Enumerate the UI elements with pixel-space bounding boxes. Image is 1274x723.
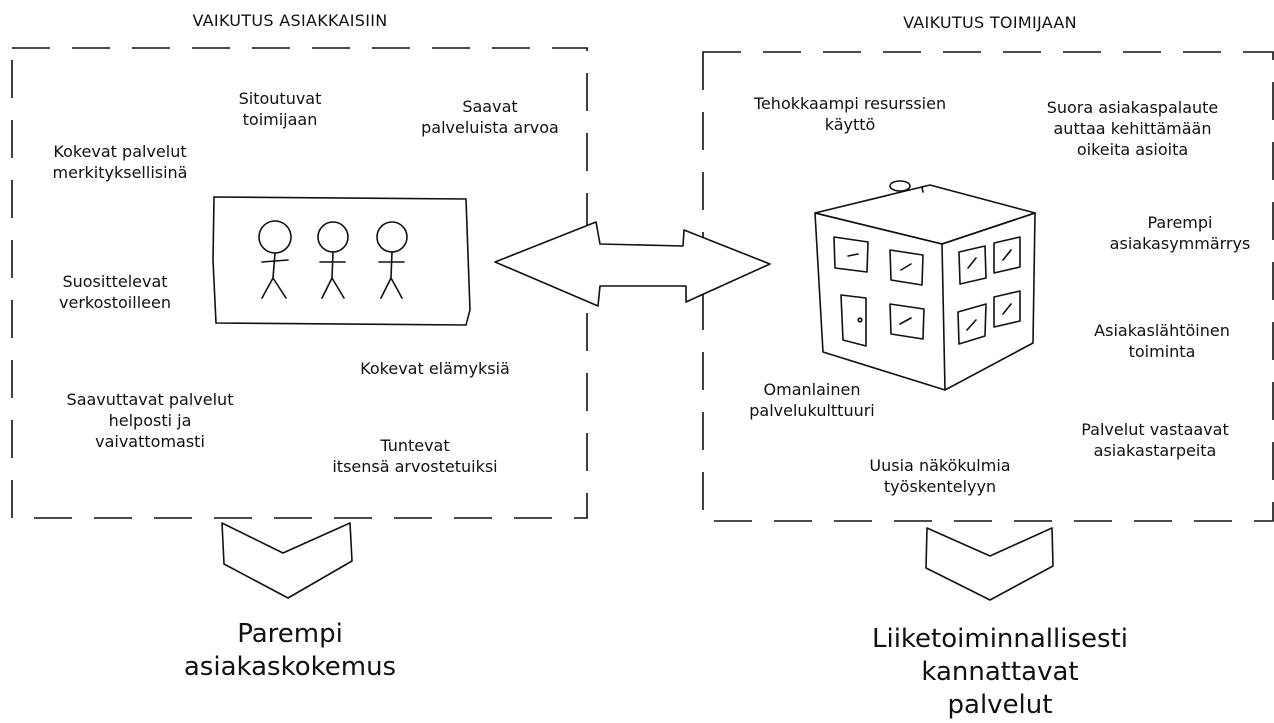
right-result: Liiketoiminnallisesti kannattavat palvel… [871, 624, 1128, 720]
left-item-experiences: Kokevat elämyksiä [360, 359, 510, 378]
right-panel-title: VAIKUTUS TOIMIJAAN [903, 13, 1077, 32]
left-item-accessible: Saavuttavat palvelut helposti ja vaivatt… [66, 390, 234, 451]
right-item-understanding: Parempi asiakasymmärrys [1109, 213, 1251, 253]
right-panel-border [702, 51, 1274, 522]
right-item-needs: Palvelut vastaavat asiakastarpeita [1081, 420, 1229, 460]
chevron-down-icon [221, 522, 353, 599]
right-item-culture: Omanlainen palvelukulttuuri [749, 380, 875, 420]
right-item-perspectives: Uusia näkökulmia työskentelyyn [869, 456, 1011, 496]
left-panel-title: VAIKUTUS ASIAKKAISIIN [192, 11, 388, 30]
double-arrow-icon [494, 221, 771, 307]
right-item-customer-driven: Asiakaslähtöinen toiminta [1094, 321, 1230, 361]
left-item-valued: Tuntevat itsensä arvostetuiksi [332, 436, 498, 476]
left-result: Parempi asiakaskokemus [183, 619, 397, 682]
left-item-value: Saavat palveluista arvoa [421, 97, 559, 137]
left-item-recommend: Suosittelevat verkostoilleen [59, 272, 171, 312]
chevron-down-icon [925, 527, 1054, 601]
left-item-meaningful: Kokevat palvelut merkityksellisinä [52, 142, 188, 182]
right-item-resources: Tehokkaampi resurssien käyttö [753, 94, 947, 134]
building-icon [814, 180, 1036, 391]
right-item-feedback: Suora asiakaspalaute auttaa kehittämään … [1046, 98, 1219, 159]
people-icon [212, 196, 471, 326]
left-item-commit: Sitoutuvat toimijaan [238, 89, 322, 129]
